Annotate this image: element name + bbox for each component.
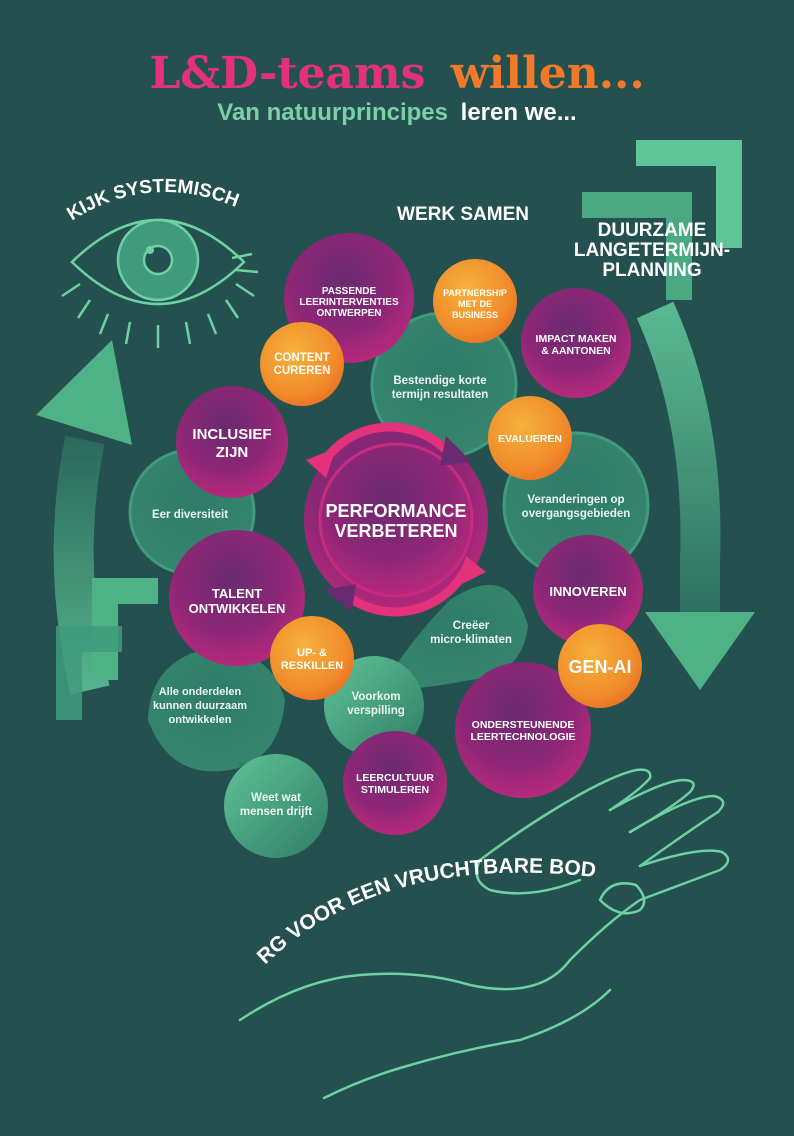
node-impact-l2: & AANTONEN xyxy=(541,345,610,357)
title-part2: willen... xyxy=(450,48,645,99)
cycle-arrowhead-4 xyxy=(458,556,486,586)
node-partnership: PARTNERSHIP MET DE BUSINESS xyxy=(433,259,517,343)
principle-diversiteit-l1: Eer diversiteit xyxy=(152,509,228,521)
label-long-term-3: PLANNING xyxy=(602,260,701,281)
node-impact-l1: IMPACT MAKEN xyxy=(536,333,617,345)
node-genai: GEN-AI xyxy=(558,624,642,708)
principle-drijft-l2: mensen drijft xyxy=(240,806,312,818)
node-inclusief: INCLUSIEF ZIJN xyxy=(176,386,288,498)
node-upreskillen-l2: RESKILLEN xyxy=(281,660,343,672)
corner-bracket-icon xyxy=(56,578,158,720)
node-partnership-l3: BUSINESS xyxy=(452,310,498,320)
cycle-arrowhead-1 xyxy=(440,436,472,466)
principle-microklimaten-l2: micro-klimaten xyxy=(430,634,512,646)
node-impact: IMPACT MAKEN & AANTONEN xyxy=(521,288,631,398)
node-partnership-l1: PARTNERSHIP xyxy=(443,288,507,298)
principle-drijft: Weet wat mensen drijft xyxy=(224,754,328,858)
corner-bracket-icon xyxy=(582,140,742,300)
subtitle-part2: leren we... xyxy=(461,99,577,126)
principle-drijft-l1: Weet wat xyxy=(251,792,301,804)
arrow-up-icon xyxy=(36,340,132,695)
node-evalueren: EVALUEREN xyxy=(488,396,572,480)
node-upreskillen-l1: UP- & xyxy=(297,647,327,659)
node-ondersteunende: ONDERSTEUNENDE LEERTECHNOLOGIE xyxy=(455,662,591,798)
node-leercultuur-l1: LEERCULTUUR xyxy=(356,772,434,784)
principle-verspilling-l1: Voorkom xyxy=(352,691,401,703)
node-inclusief-l2: ZIJN xyxy=(216,444,249,461)
arrow-down-icon xyxy=(636,301,755,690)
node-passende-l2: LEERINTERVENTIES xyxy=(299,297,399,308)
principle-onderdelen-l2: kunnen duurzaam xyxy=(153,700,247,712)
node-ondersteunende-l1: ONDERSTEUNENDE xyxy=(472,719,575,731)
label-systemic-text: KIJK SYSTEMISCH xyxy=(64,176,242,225)
node-passende-l3: ONTWERPEN xyxy=(317,308,382,319)
principle-microklimaten: Creëer micro-klimaten xyxy=(380,584,528,690)
principle-bestendige-l2: termijn resultaten xyxy=(392,389,489,401)
node-inclusief-l1: INCLUSIEF xyxy=(192,426,271,443)
node-talent-l1: TALENT xyxy=(212,586,262,601)
node-innoveren: INNOVEREN xyxy=(533,535,643,645)
title-part1: L&D-teams xyxy=(149,48,425,99)
label-work-together: WERK SAMEN xyxy=(397,204,529,225)
label-long-term-2: LANGETERMIJN- xyxy=(574,240,730,261)
principle-verspilling-l2: verspilling xyxy=(347,705,405,717)
node-talent-l2: ONTWIKKELEN xyxy=(189,601,286,616)
node-partnership-l2: MET DE xyxy=(458,299,492,309)
node-content-l1: CONTENT xyxy=(274,352,330,364)
node-talent: TALENT ONTWIKKELEN xyxy=(169,530,305,666)
center-performance: PERFORMANCE VERBETEREN xyxy=(304,422,488,617)
label-long-term: DUURZAME LANGETERMIJN- PLANNING xyxy=(574,220,730,281)
page-title: L&D-teams willen... xyxy=(149,48,644,99)
eye-icon xyxy=(61,218,259,348)
center-line2: VERBETEREN xyxy=(334,521,457,541)
node-content: CONTENT CUREREN xyxy=(260,322,344,406)
node-leercultuur: LEERCULTUUR STIMULEREN xyxy=(343,731,447,835)
principle-bestendige-l1: Bestendige korte xyxy=(393,375,486,387)
node-leercultuur-l2: STIMULEREN xyxy=(361,784,429,796)
principle-microklimaten-l1: Creëer xyxy=(453,620,490,632)
node-genai-l1: GEN-AI xyxy=(569,657,632,677)
label-systemic: KIJK SYSTEMISCH xyxy=(64,176,242,225)
principle-veranderingen-l1: Veranderingen op xyxy=(527,494,624,506)
cycle-arrowhead-3 xyxy=(306,448,336,478)
principle-onderdelen-l1: Alle onderdelen xyxy=(159,686,242,698)
node-evalueren-l1: EVALUEREN xyxy=(498,433,562,445)
hand-icon xyxy=(238,768,730,1100)
node-passende-l1: PASSENDE xyxy=(322,286,377,297)
principle-veranderingen-l2: overgangsgebieden xyxy=(522,508,631,520)
cycle-arrowhead-2 xyxy=(324,584,356,612)
label-long-term-1: DUURZAME xyxy=(598,220,707,241)
node-upreskillen: UP- & RESKILLEN xyxy=(270,616,354,700)
principle-verspilling: Voorkom verspilling xyxy=(324,656,424,756)
node-content-l2: CUREREN xyxy=(274,365,331,377)
node-innoveren-l1: INNOVEREN xyxy=(549,584,626,599)
node-ondersteunende-l2: LEERTECHNOLOGIE xyxy=(470,731,575,743)
center-line1: PERFORMANCE xyxy=(325,501,466,521)
principle-onderdelen-l3: ontwikkelen xyxy=(169,714,232,726)
subtitle: Van natuurprincipes leren we... xyxy=(217,99,576,126)
subtitle-part1: Van natuurprincipes xyxy=(217,99,448,126)
